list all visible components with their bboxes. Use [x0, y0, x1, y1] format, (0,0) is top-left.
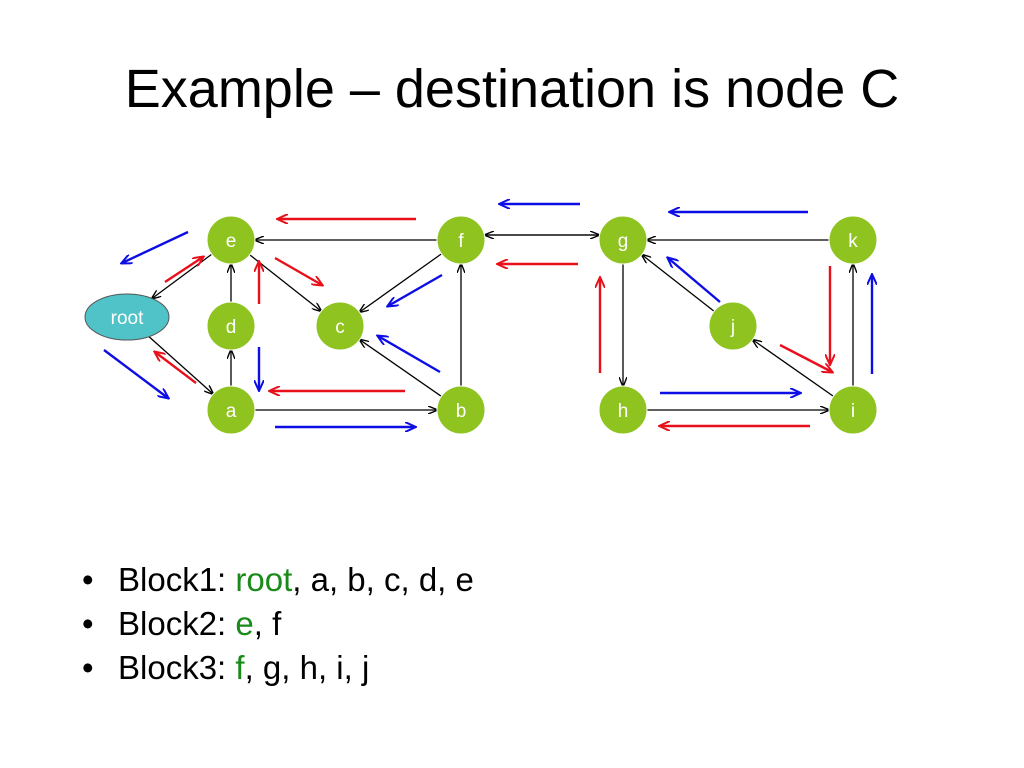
bullet-rest: , a, b, c, d, e [292, 561, 474, 598]
node-a-shape [206, 385, 256, 435]
node-h-shape [598, 385, 648, 435]
bullet-rest: , f [253, 605, 282, 642]
bullet-prefix: Block1: [118, 561, 236, 598]
node-e: e [206, 215, 256, 265]
edge-e-to-root [152, 253, 213, 298]
node-root-label: root [111, 308, 144, 329]
red-flow-arrow-11 [155, 352, 197, 384]
nodes-layer: root e d a c f b g h j k i [84, 215, 878, 435]
graph-diagram: root e d a c f b g h j k i [84, 0, 878, 435]
blue-flow-arrow-17 [668, 258, 721, 303]
bullet-dot: • [82, 605, 94, 642]
blue-flow-arrow-8 [388, 273, 443, 306]
bullet-block1: • Block1: root, a, b, c, d, e [82, 558, 474, 602]
bullet-block2: • Block2: e, f [82, 602, 474, 646]
node-i: i [828, 385, 878, 435]
node-c-label: c [335, 317, 345, 338]
node-d-shape [206, 301, 256, 351]
node-c: c [315, 301, 365, 351]
node-g: g [598, 215, 648, 265]
edge-root-to-a [148, 336, 213, 394]
node-root: root [84, 293, 170, 341]
node-g-shape [598, 215, 648, 265]
bullet-highlight: e [235, 605, 254, 642]
node-f: f [436, 215, 486, 265]
node-g-label: g [618, 231, 629, 252]
bullet-block3: • Block3: f, g, h, i, j [82, 646, 474, 690]
bullet-list: •Block1: root, a, b, c, d, e•Block2: e, … [82, 558, 474, 690]
node-root-shape [84, 293, 170, 341]
red-flow-arrow-7 [274, 256, 322, 285]
bullet-rest: , g, h, i, j [244, 649, 370, 686]
bullet-highlight: f [235, 649, 245, 686]
node-i-shape [828, 385, 878, 435]
node-f-shape [436, 215, 486, 265]
node-j-shape [708, 301, 758, 351]
node-k-shape [828, 215, 878, 265]
bullet-dot: • [82, 561, 94, 598]
blue-flow-arrow-5 [122, 230, 189, 263]
node-a: a [206, 385, 256, 435]
node-d: d [206, 301, 256, 351]
node-i-label: i [851, 401, 855, 422]
node-f-label: f [458, 231, 464, 252]
bullet-prefix: Block3: [118, 649, 236, 686]
red-flow-arrow-18 [779, 343, 832, 372]
blue-flow-arrow-12 [103, 349, 168, 398]
node-e-shape [206, 215, 256, 265]
node-b-label: b [456, 401, 467, 422]
flow-arrows-layer [103, 204, 872, 427]
edges-layer [148, 235, 853, 410]
edge-b-to-c [360, 340, 442, 397]
edge-i-to-j [753, 340, 834, 397]
bullet-highlight: root [235, 561, 293, 598]
node-d-label: d [226, 317, 237, 338]
blue-flow-arrow-15 [378, 336, 441, 374]
node-e-label: e [226, 231, 237, 252]
node-b: b [436, 385, 486, 435]
node-k-label: k [848, 231, 858, 252]
node-h: h [598, 385, 648, 435]
node-c-shape [315, 301, 365, 351]
node-k: k [828, 215, 878, 265]
edge-j-to-g [642, 255, 715, 312]
edge-f-to-c [360, 253, 442, 312]
node-j-label: j [730, 317, 735, 338]
node-a-label: a [226, 401, 237, 422]
red-flow-arrow-6 [164, 257, 203, 284]
node-h-label: h [618, 401, 629, 422]
bullet-prefix: Block2: [118, 605, 236, 642]
node-j: j [708, 301, 758, 351]
bullet-dot: • [82, 649, 94, 686]
slide-title: Example – destination is node C [124, 59, 900, 119]
node-b-shape [436, 385, 486, 435]
